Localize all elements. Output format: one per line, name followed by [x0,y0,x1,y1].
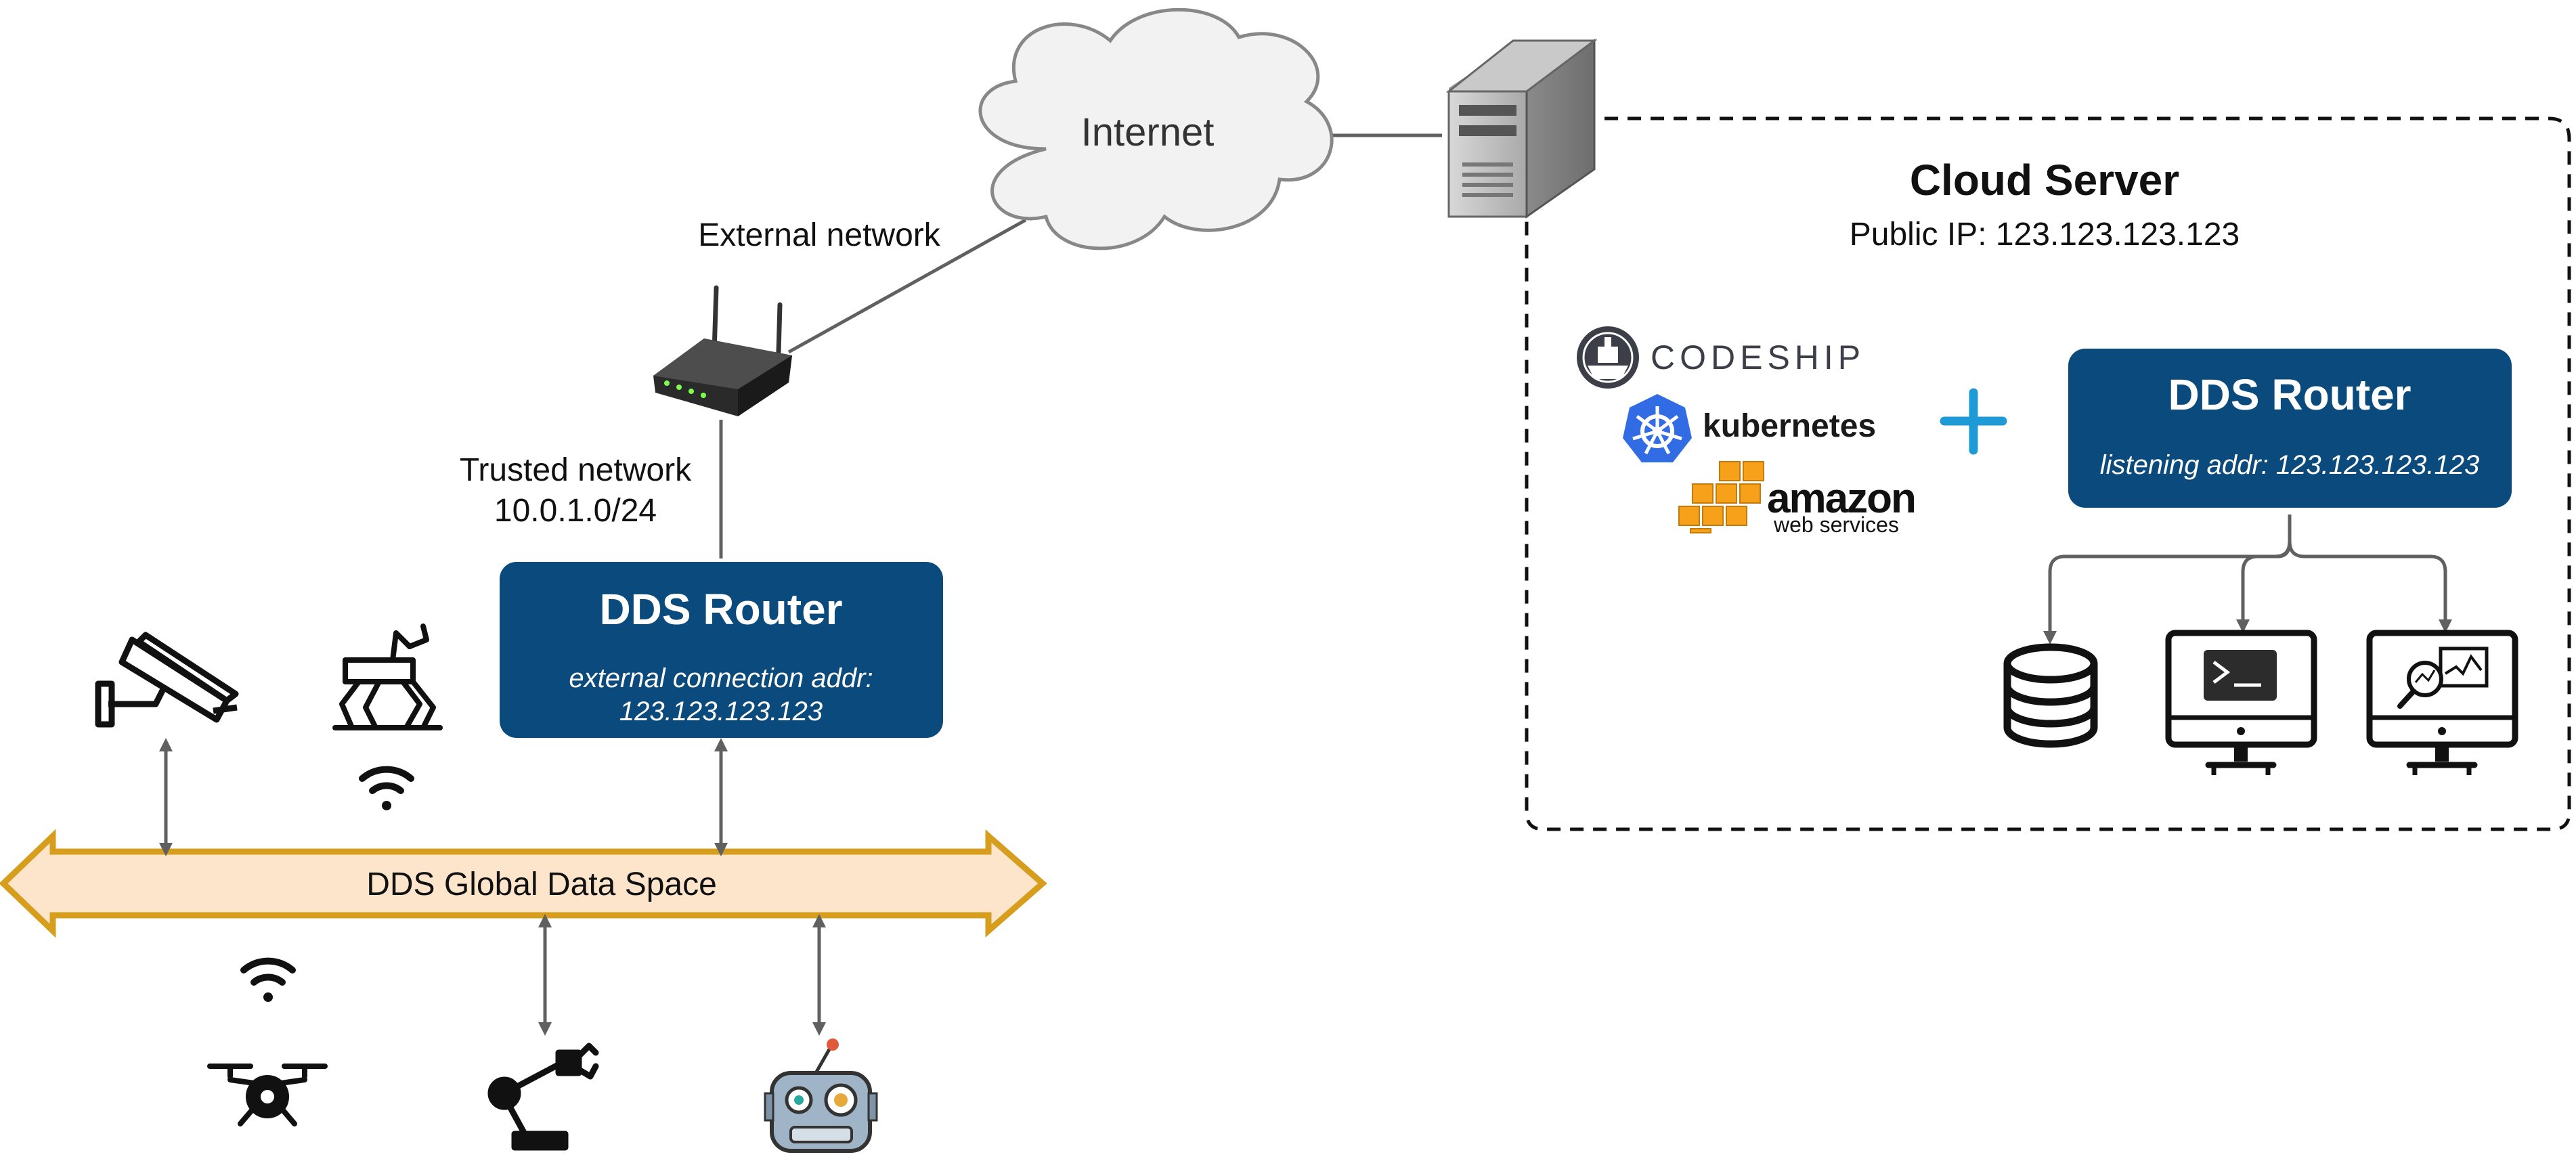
analytics-monitor-icon [2366,630,2518,775]
server-icon [1445,39,1598,219]
trusted-network-subnet: 10.0.1.0/24 [494,493,657,529]
database-icon [2003,643,2098,748]
router-device-icon [653,285,792,416]
robotic-arm-icon [487,1043,599,1151]
trusted-network-label: Trusted network [460,452,692,488]
cloud-server-boundary [1525,116,2571,831]
amazon-logo-icon [1678,461,1764,533]
amazon-label: amazon [1767,475,1915,522]
cloud-icon [978,7,1334,250]
cloud-app-links [2043,514,2452,644]
cloud-dds-router-address: listening addr: 123.123.123.123 [2100,450,2479,480]
cloud-dds-router-box: DDS Router listening addr: 123.123.123.1… [2068,349,2512,508]
local-dds-router-title: DDS Router [599,585,842,634]
data-space-links [159,738,826,1036]
robot-head-icon [764,1038,878,1153]
local-dds-router-address-label: external connection addr: [569,663,873,693]
codeship-label: CODESHIP [1651,338,1865,376]
cloud-server-title: Cloud Server [1910,156,2179,204]
codeship-logo-icon [1577,326,1639,389]
link-router-internet [787,218,1027,354]
local-dds-router-box: DDS Router external connection addr: 123… [500,562,943,738]
kubernetes-label: kubernetes [1703,408,1876,444]
global-data-space-band: DDS Global Data Space [0,829,1047,938]
internet-label: Internet [1081,110,1215,154]
plus-icon [1940,388,2007,455]
drone-icon [207,1064,328,1126]
global-data-space-label: DDS Global Data Space [366,867,717,902]
wifi-icon [359,766,414,810]
robot-dog-icon [332,623,443,730]
cloud-server-public-ip: Public IP: 123.123.123.123 [1850,217,2240,253]
security-camera-icon [95,632,239,728]
kubernetes-logo-icon [1623,394,1692,462]
local-dds-router-address: 123.123.123.123 [619,697,823,726]
wifi-icon [240,957,296,1002]
amazon-sub-label: web services [1773,512,1899,537]
terminal-monitor-icon [2165,630,2317,775]
cloud-dds-router-title: DDS Router [2168,370,2411,419]
external-network-label: External network [698,217,940,253]
